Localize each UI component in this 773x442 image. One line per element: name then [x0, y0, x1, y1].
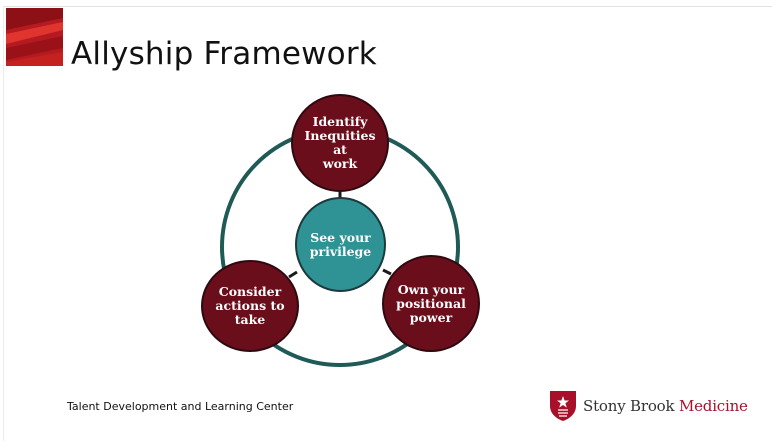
brand-logo: Stony Brook Medicine [549, 388, 748, 424]
shield-icon [550, 391, 576, 421]
node-see-privilege-label: See your privilege [309, 229, 372, 259]
brand-name-part1: Stony Brook [583, 397, 679, 415]
node-identify-inequities-label: Identify Inequities at work [304, 114, 376, 171]
node-consider-actions-label: Consider actions to take [215, 284, 285, 327]
connector-right [382, 268, 392, 276]
node-own-positional-power-label: Own your positional power [396, 281, 466, 325]
connector-left [288, 270, 298, 279]
brand-name-part2: Medicine [678, 397, 748, 415]
slide-title: Allyship Framework [71, 36, 377, 72]
node-own-positional-power: Own your positional power [382, 255, 480, 352]
node-consider-actions: Consider actions to take [201, 260, 299, 352]
footer-department: Talent Development and Learning Center [67, 400, 294, 413]
corner-stripes-logo [6, 8, 63, 66]
slide-frame [3, 6, 772, 441]
brand-name: Stony Brook Medicine [583, 397, 748, 415]
node-identify-inequities: Identify Inequities at work [291, 94, 389, 192]
node-see-privilege: See your privilege [295, 197, 386, 292]
